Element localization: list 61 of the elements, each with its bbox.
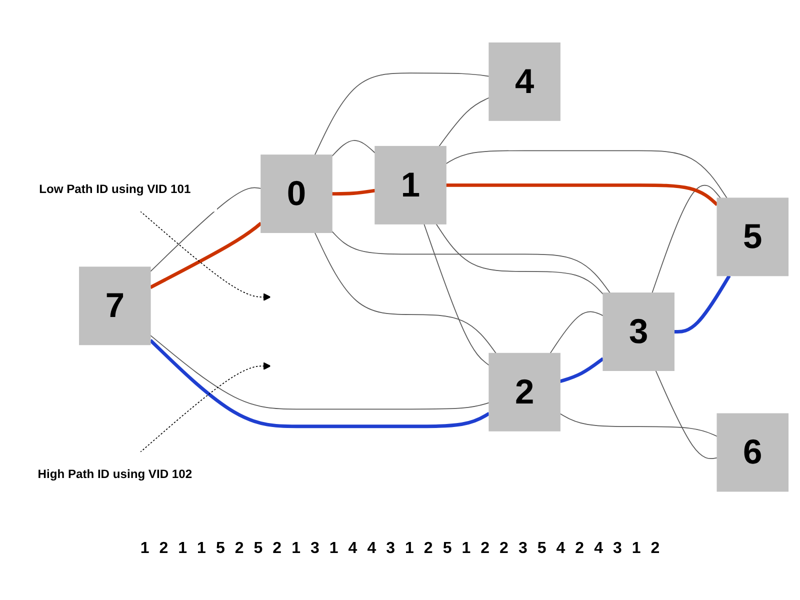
node-box (79, 267, 151, 346)
node-text: High Path ID using VID 102 (38, 467, 192, 482)
port-number: 3 (386, 540, 395, 558)
connector (652, 185, 721, 294)
port-number: 1 (329, 540, 338, 558)
port-number: 1 (632, 540, 641, 558)
arrow (140, 362, 271, 454)
connector (332, 189, 376, 196)
port-number: 1 (140, 540, 150, 558)
connector (314, 73, 490, 156)
port-number: 2 (159, 540, 168, 558)
connector (150, 335, 490, 410)
node-box (488, 42, 560, 122)
network-diagram: 4 0 1 7 2 3 5 6 Low Path ID using VID 101 High Path ID using VID 102 (5, 36, 795, 504)
port-number: 4 (594, 540, 603, 558)
connector (424, 224, 490, 366)
port-number: 5 (216, 540, 225, 558)
connector (446, 150, 728, 199)
port-number: 2 (480, 540, 490, 558)
port-number: 1 (405, 540, 414, 558)
node-box (716, 198, 789, 277)
port-number: 5 (537, 540, 546, 558)
port-number: 4 (367, 540, 376, 558)
port-number: 2 (575, 540, 584, 558)
port-number: 2 (500, 540, 508, 558)
port-number: 3 (518, 540, 528, 558)
connector (150, 188, 262, 272)
connector (560, 414, 718, 438)
node-box (260, 154, 332, 234)
node-box (602, 292, 674, 372)
connector (438, 98, 490, 148)
port-number: 1 (462, 540, 471, 558)
connector (550, 312, 604, 354)
connector (655, 370, 718, 460)
port-number: 1 (178, 540, 188, 558)
connector (150, 222, 262, 290)
port-number: 3 (612, 540, 622, 558)
port-number: 1 (292, 540, 300, 558)
port-number: 5 (442, 540, 452, 558)
node-text: Low Path ID using VID 101 (39, 182, 191, 196)
port-number: 2 (650, 540, 660, 558)
port-number: 2 (424, 540, 433, 558)
connector (436, 224, 604, 296)
connector (560, 358, 604, 384)
connector (332, 231, 611, 294)
port-number: 3 (310, 540, 320, 558)
port-number: 4 (556, 540, 566, 558)
node-box (488, 353, 560, 432)
arrow (140, 211, 271, 302)
port-number: 4 (348, 540, 358, 558)
node-box (716, 414, 789, 492)
port-number: 5 (254, 540, 263, 558)
connector (314, 232, 496, 354)
port-number: 2 (272, 540, 282, 558)
port-number: 2 (234, 540, 244, 558)
connector (149, 339, 490, 429)
connector (332, 140, 376, 158)
connector (674, 275, 731, 334)
port-number: 1 (197, 540, 206, 558)
node-box (374, 146, 446, 225)
connector (446, 184, 718, 206)
